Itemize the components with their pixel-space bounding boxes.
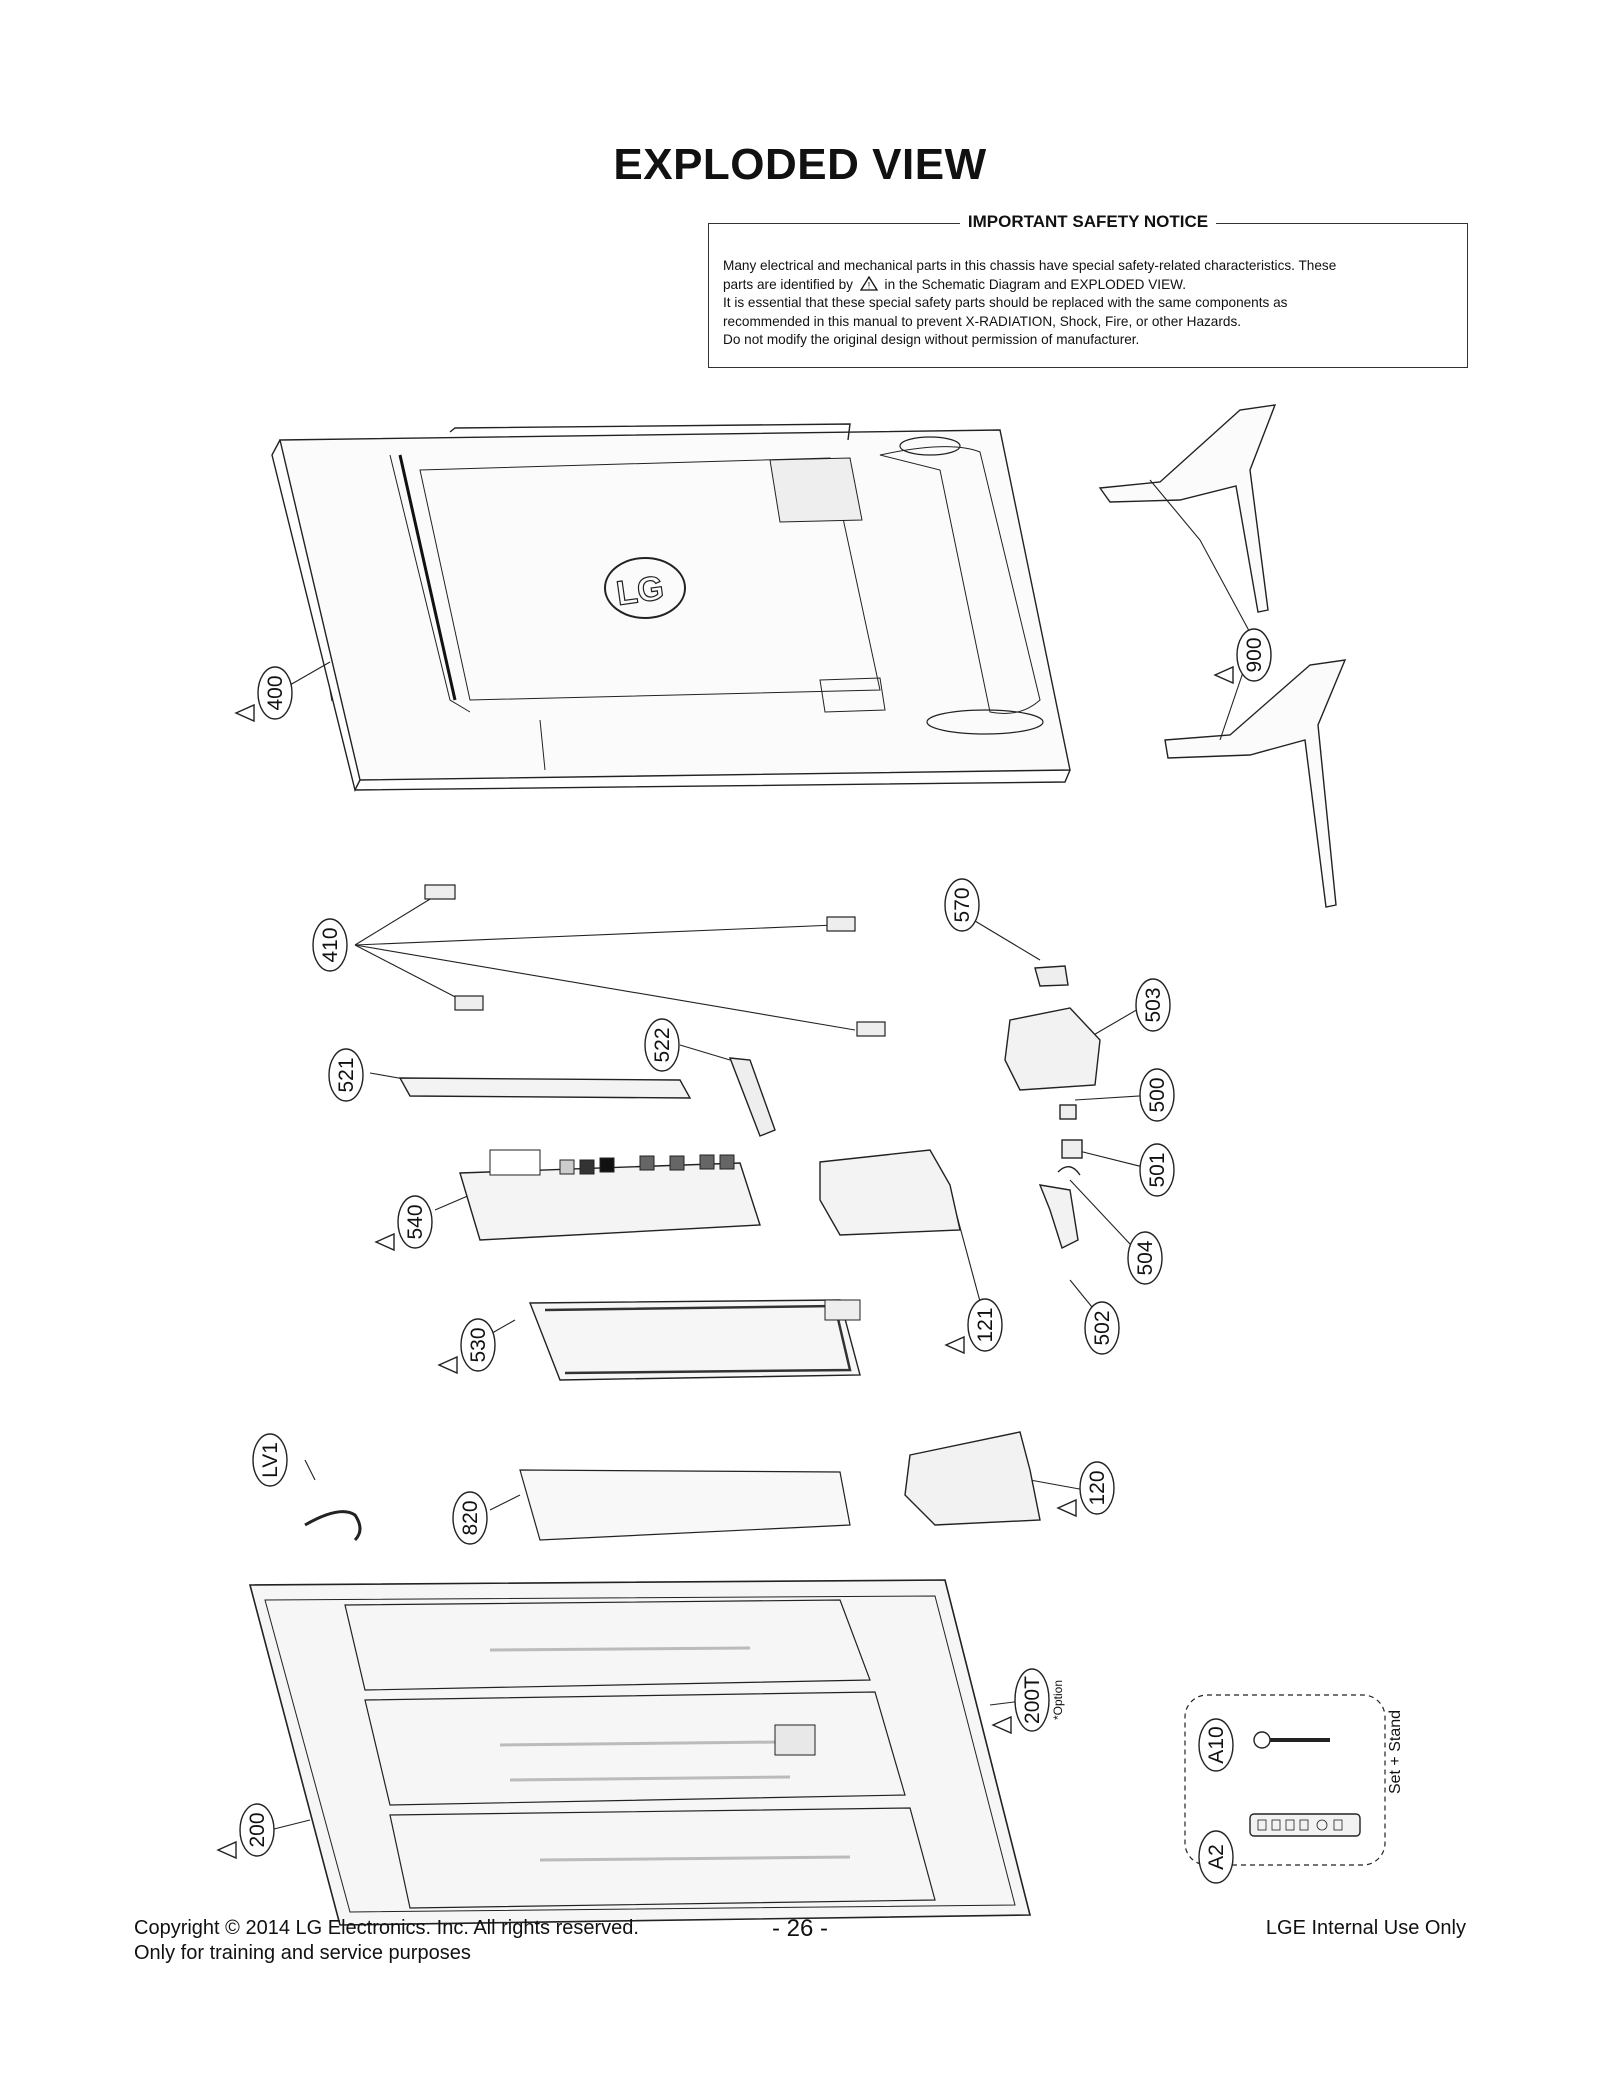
callout-label: 501 <box>1146 1152 1169 1187</box>
svg-text:!: ! <box>868 280 871 290</box>
callout-501: 501 <box>1139 1143 1175 1197</box>
callout-504: 504 <box>1127 1231 1163 1285</box>
callout-label: 570 <box>951 887 974 922</box>
safety-warning-icon <box>944 1335 965 1355</box>
callout-label: 540 <box>404 1204 427 1239</box>
stand-part <box>1098 404 1347 908</box>
notice-line: Many electrical and mechanical parts in … <box>723 258 1337 273</box>
small-part-501 <box>1061 1139 1083 1159</box>
callout-540: 540 <box>374 1195 433 1252</box>
callout-label: 503 <box>1142 987 1165 1022</box>
callout-label: 120 <box>1086 1470 1109 1505</box>
callout-label: 522 <box>651 1027 674 1062</box>
power-bracket-part <box>904 1431 1041 1526</box>
callout-400: 400 <box>234 666 293 723</box>
callout-label: LV1 <box>259 1442 282 1478</box>
callout-label: A10 <box>1205 1726 1228 1763</box>
callout-500: 500 <box>1139 1068 1175 1122</box>
callout-note: *Option <box>1051 1680 1065 1720</box>
bracket-part-503 <box>1004 1007 1101 1091</box>
callout-521: 521 <box>328 1048 364 1102</box>
callout-a2: A2 <box>1198 1830 1234 1884</box>
bracket-part <box>424 884 886 1037</box>
safety-notice-text: Many electrical and mechanical parts in … <box>723 257 1453 350</box>
safety-warning-icon <box>374 1232 395 1252</box>
callout-530: 530 <box>437 1318 496 1375</box>
callout-200t: 200T *Option <box>991 1668 1065 1735</box>
callout-label: 504 <box>1134 1240 1157 1275</box>
safety-warning-icon <box>991 1715 1012 1735</box>
callout-label: 400 <box>264 675 287 710</box>
small-part-500 <box>1059 1104 1077 1120</box>
callout-label: 200 <box>246 1812 269 1847</box>
notice-line: parts are identified by <box>723 276 853 292</box>
callout-label: 121 <box>974 1307 997 1342</box>
callout-900: 900 <box>1213 628 1272 685</box>
accessory-box <box>1184 1694 1386 1866</box>
shield-part-121 <box>819 1149 961 1236</box>
callout-label: 521 <box>335 1057 358 1092</box>
back-cover-logo: LG <box>614 569 666 613</box>
purpose-text: Only for training and service purposes <box>134 1942 471 1964</box>
notice-line: in the Schematic Diagram and EXPLODED VI… <box>884 276 1186 292</box>
small-part-502 <box>1038 1184 1079 1249</box>
callout-label: 900 <box>1243 637 1266 672</box>
led-bar-part <box>398 1077 692 1099</box>
small-part-570 <box>1034 965 1069 987</box>
back-cover-part <box>271 423 1071 793</box>
safety-warning-icon <box>437 1355 458 1375</box>
accessory-group-label: Set + Stand <box>1387 1710 1404 1794</box>
front-frame-part <box>248 1579 1032 1926</box>
footer-copyright: Copyright © 2014 LG Electronics. Inc. Al… <box>134 1916 639 1966</box>
callout-label: 502 <box>1091 1310 1114 1345</box>
safety-warning-icon: ! <box>859 275 878 291</box>
callout-label: A2 <box>1205 1844 1228 1870</box>
callout-200: 200 <box>216 1803 275 1860</box>
callout-label: 820 <box>459 1500 482 1535</box>
callout-503: 503 <box>1135 978 1171 1032</box>
callout-label: 410 <box>319 927 342 962</box>
insulation-sheet-part <box>519 1469 851 1541</box>
callout-label: 530 <box>467 1327 490 1362</box>
callout-label: 500 <box>1146 1077 1169 1112</box>
safety-warning-icon <box>1213 665 1234 685</box>
lv1-cable-part <box>304 1510 362 1542</box>
callout-120: 120 <box>1056 1461 1115 1518</box>
callout-522: 522 <box>644 1018 680 1072</box>
page-title: EXPLODED VIEW <box>613 140 987 189</box>
callout-121: 121 <box>944 1298 1003 1355</box>
remote-control-part <box>1249 1813 1361 1837</box>
callout-570: 570 <box>944 878 980 932</box>
power-board-part <box>528 1299 861 1381</box>
callout-a10: A10 <box>1198 1718 1234 1772</box>
callout-820: 820 <box>452 1491 488 1545</box>
callout-label: 200T <box>1021 1676 1044 1724</box>
safety-warning-icon <box>1056 1498 1077 1518</box>
notice-line: Do not modify the original design withou… <box>723 332 1140 347</box>
callout-410: 410 <box>312 918 348 972</box>
callout-502: 502 <box>1084 1301 1120 1355</box>
internal-use-label: LGE Internal Use Only <box>1265 1917 1466 1939</box>
notice-line: recommended in this manual to prevent X-… <box>723 313 1242 329</box>
callout-lv1: LV1 <box>252 1433 288 1487</box>
safety-notice-box: IMPORTANT SAFETY NOTICE Many electrical … <box>708 212 1468 368</box>
copyright-text: Copyright © 2014 LG Electronics. Inc. Al… <box>134 1917 639 1939</box>
notice-line: It is essential that these special safet… <box>723 295 1288 310</box>
safety-warning-icon <box>216 1840 237 1860</box>
main-board-connectors <box>489 1149 735 1176</box>
callout-labels: 400 900 410 570 503 521 522 500 501 540 504 121 502 5… <box>216 628 1272 1884</box>
safety-notice-heading: IMPORTANT SAFETY NOTICE <box>959 212 1217 231</box>
safety-warning-icon <box>234 703 255 723</box>
key-board-part <box>728 1057 776 1137</box>
small-part-504 <box>1057 1166 1081 1176</box>
page-number: - 26 - <box>771 1915 828 1942</box>
